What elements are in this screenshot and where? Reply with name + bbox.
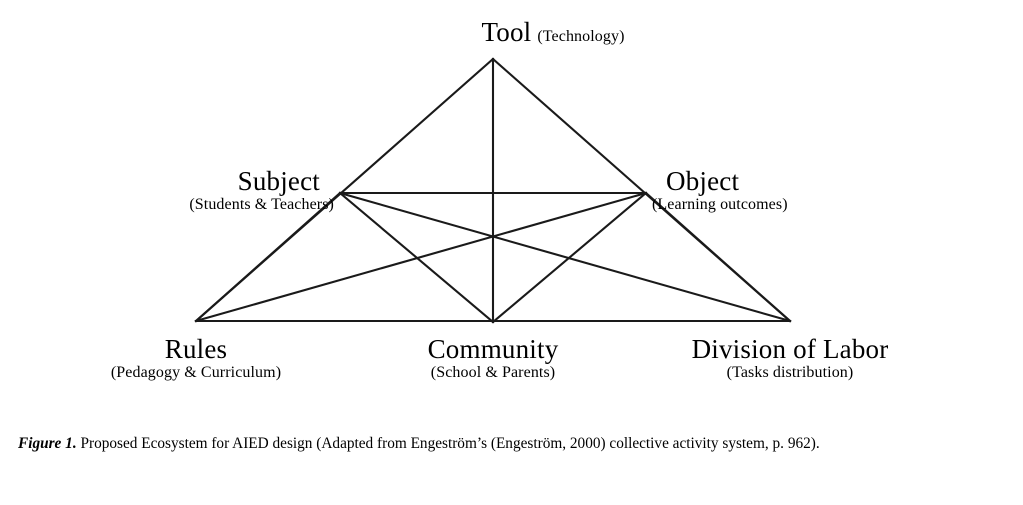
edge-division-object: [644, 191, 792, 323]
figure-caption-text: Proposed Ecosystem for AIED design (Adap…: [76, 435, 820, 452]
node-title-division: Division of Labor: [691, 334, 889, 364]
node-label-tool: Tool (Technology): [393, 17, 713, 47]
node-subtitle-tool: (Technology): [537, 28, 625, 45]
node-subtitle-subject: (Students & Teachers): [189, 196, 334, 214]
node-label-community: Community (School & Parents): [373, 334, 613, 382]
node-title-subject: Subject: [237, 166, 320, 196]
activity-system-diagram: [194, 57, 792, 324]
node-title-tool: Tool: [481, 17, 532, 47]
node-title-community: Community: [427, 334, 559, 364]
edge-rules-subject: [194, 191, 342, 323]
node-title-object: Object: [666, 166, 740, 196]
node-subtitle-object: (Learning outcomes): [652, 196, 788, 214]
figure-container: Tool (Technology) Subject (Students & Tea…: [18, 17, 992, 382]
node-subtitle-rules: (Pedagogy & Curriculum): [110, 364, 282, 382]
edge-object-rules: [194, 191, 648, 323]
node-label-division: Division of Labor (Tasks distribution): [650, 334, 930, 382]
node-subtitle-division: (Tasks distribution): [726, 364, 854, 382]
figure-caption-tag: Figure 1.: [18, 435, 77, 452]
node-title-rules: Rules: [164, 334, 228, 364]
node-label-object: Object (Learning outcomes): [652, 166, 992, 214]
figure-caption: Figure 1. Proposed Ecosystem for AIED de…: [18, 432, 1006, 457]
node-subtitle-community: (School & Parents): [430, 364, 556, 382]
edge-subject-division: [338, 191, 792, 323]
node-label-rules: Rules (Pedagogy & Curriculum): [56, 334, 336, 382]
node-label-subject: Subject (Students & Teachers): [18, 166, 334, 214]
